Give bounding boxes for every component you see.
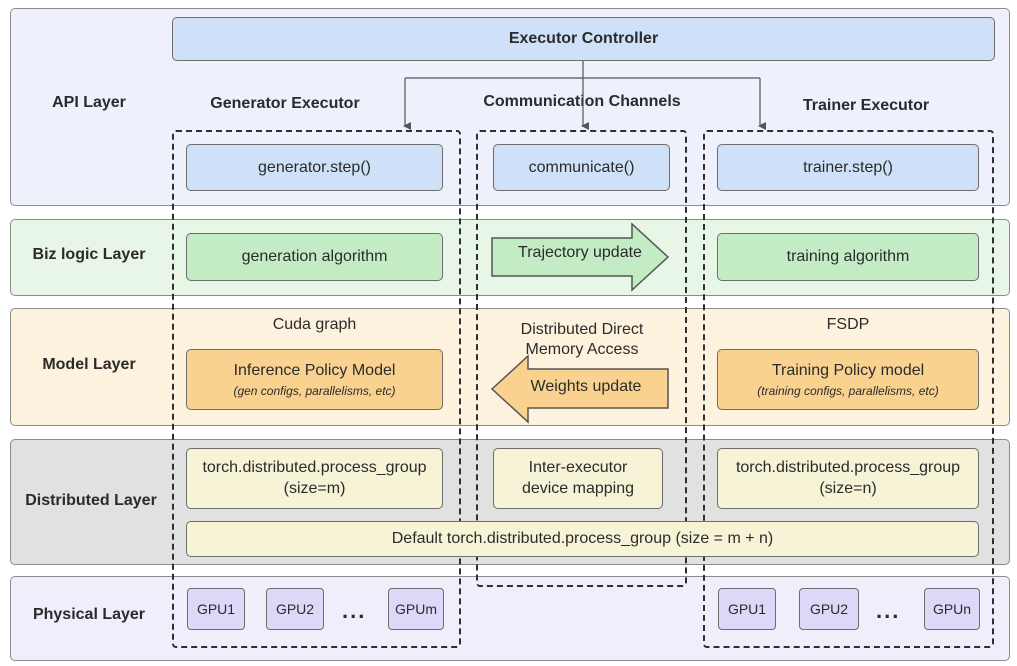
- gen-configs-text: gen configs: [237, 383, 299, 398]
- training-algorithm-box: training algorithm: [717, 233, 979, 281]
- default-process-group-box: Default torch.distributed.process_group …: [186, 521, 979, 557]
- gen-gpu1: GPU1: [187, 588, 245, 630]
- gen-gpu-ellipsis: ...: [342, 598, 367, 623]
- inference-policy-model-title: Inference Policy Model: [233, 361, 396, 379]
- trainer-process-group-line1: torch.distributed.process_group: [735, 458, 961, 476]
- communication-channels-frame: [476, 130, 687, 587]
- gen-parallelisms-text: parallelisms: [305, 383, 369, 398]
- gen-etc-text: etc: [375, 383, 392, 398]
- train-etc-text: etc: [918, 383, 935, 398]
- train-gpu1: GPU1: [718, 588, 776, 630]
- fsdp-note: FSDP: [826, 316, 870, 333]
- training-configs-text: training configs: [761, 383, 842, 398]
- trainer-process-group-box: torch.distributed.process_group (size=n): [717, 448, 979, 509]
- ddma-note-line1: Distributed Direct: [520, 321, 644, 338]
- generation-algorithm-box: generation algorithm: [186, 233, 443, 281]
- inter-executor-line1: Inter-executor: [528, 458, 628, 476]
- gen-gpu2: GPU2: [266, 588, 324, 630]
- cuda-graph-note: Cuda graph: [272, 316, 357, 333]
- train-gpu2: GPU2: [799, 588, 859, 630]
- generator-process-group-box: torch.distributed.process_group (size=m): [186, 448, 443, 509]
- generator-executor-title: Generator Executor: [210, 95, 360, 112]
- biz-logic-layer-label: Biz logic Layer: [32, 246, 146, 263]
- generator-process-group-line1: torch.distributed.process_group: [202, 458, 427, 476]
- inference-policy-model-box: Inference Policy Model (gen configs, par…: [186, 349, 443, 410]
- train-gpu-ellipsis: ...: [876, 598, 901, 623]
- executor-controller: Executor Controller: [172, 17, 995, 61]
- generator-step-box: generator.step(): [186, 144, 443, 191]
- model-layer-label: Model Layer: [42, 356, 136, 373]
- train-gpun: GPUn: [924, 588, 980, 630]
- inter-executor-mapping-box: Inter-executor device mapping: [493, 448, 663, 509]
- trainer-executor-frame: [703, 130, 994, 648]
- train-parallelisms-text: parallelisms: [848, 383, 913, 398]
- trajectory-update-label: Trajectory update: [518, 244, 642, 261]
- training-policy-model-title: Training Policy model: [771, 361, 925, 379]
- communicate-box: communicate(): [493, 144, 670, 191]
- inference-policy-model-subtitle: (gen configs, parallelisms, etc): [233, 383, 396, 398]
- training-policy-model-box: Training Policy model (training configs,…: [717, 349, 979, 410]
- ddma-note-line2: Memory Access: [525, 341, 639, 358]
- trainer-process-group-line2: (size=n): [819, 479, 877, 497]
- physical-layer-label: Physical Layer: [32, 606, 146, 623]
- generator-executor-frame: [172, 130, 461, 648]
- communication-channels-title: Communication Channels: [483, 93, 681, 110]
- trainer-executor-title: Trainer Executor: [802, 97, 930, 114]
- inter-executor-line2: device mapping: [521, 479, 635, 497]
- training-policy-model-subtitle: (training configs, parallelisms, etc): [757, 383, 939, 398]
- generator-process-group-line2: (size=m): [283, 479, 346, 497]
- weights-update-label: Weights update: [530, 378, 642, 395]
- gen-gpum: GPUm: [388, 588, 444, 630]
- distributed-layer-label: Distributed Layer: [25, 492, 157, 509]
- api-layer-label: API Layer: [52, 94, 126, 111]
- trainer-step-box: trainer.step(): [717, 144, 979, 191]
